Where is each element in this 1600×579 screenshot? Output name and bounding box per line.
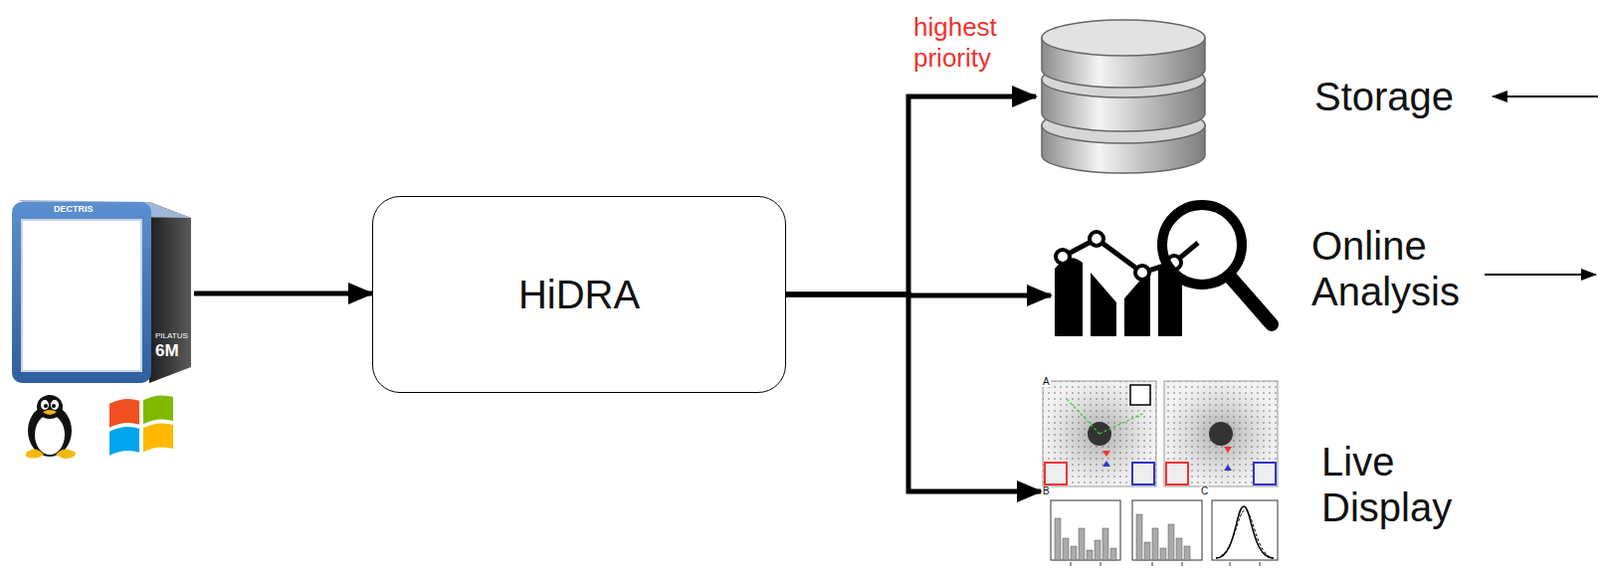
storage-node: Storage (1035, 17, 1520, 176)
panel-letter: A (1041, 377, 1051, 388)
storage-label: Storage (1314, 73, 1514, 120)
display-node: Live Display (1040, 379, 1507, 578)
detector-node: DECTRIS PILATUS6M (9, 196, 195, 388)
analysis-icon (1050, 199, 1286, 339)
connector-arrow (194, 291, 373, 297)
windows-logo (109, 394, 174, 456)
analysis-node: Online Analysis (1050, 199, 1497, 339)
analysis-label: Online Analysis (1311, 222, 1491, 315)
connector-arrow (786, 96, 1036, 295)
process-box: HiDRA (372, 196, 787, 394)
display-label: Live Display (1321, 438, 1501, 531)
live-display-figure (1040, 379, 1282, 578)
panel-letter: B (1041, 486, 1051, 497)
process-label: HiDRA (518, 271, 640, 318)
analysis-output-arrow (1484, 273, 1597, 276)
linux-penguin (25, 395, 76, 459)
size-label: 6M (155, 341, 180, 362)
storage-input-arrow (1492, 95, 1599, 98)
database-icon (1035, 17, 1211, 176)
connector-arrow (786, 294, 1041, 492)
model-label: PILATUS (155, 331, 189, 341)
panel-letter: C (1200, 486, 1209, 497)
priority-label: highest priority (913, 11, 1025, 74)
brand-label: DECTRIS (53, 203, 94, 214)
